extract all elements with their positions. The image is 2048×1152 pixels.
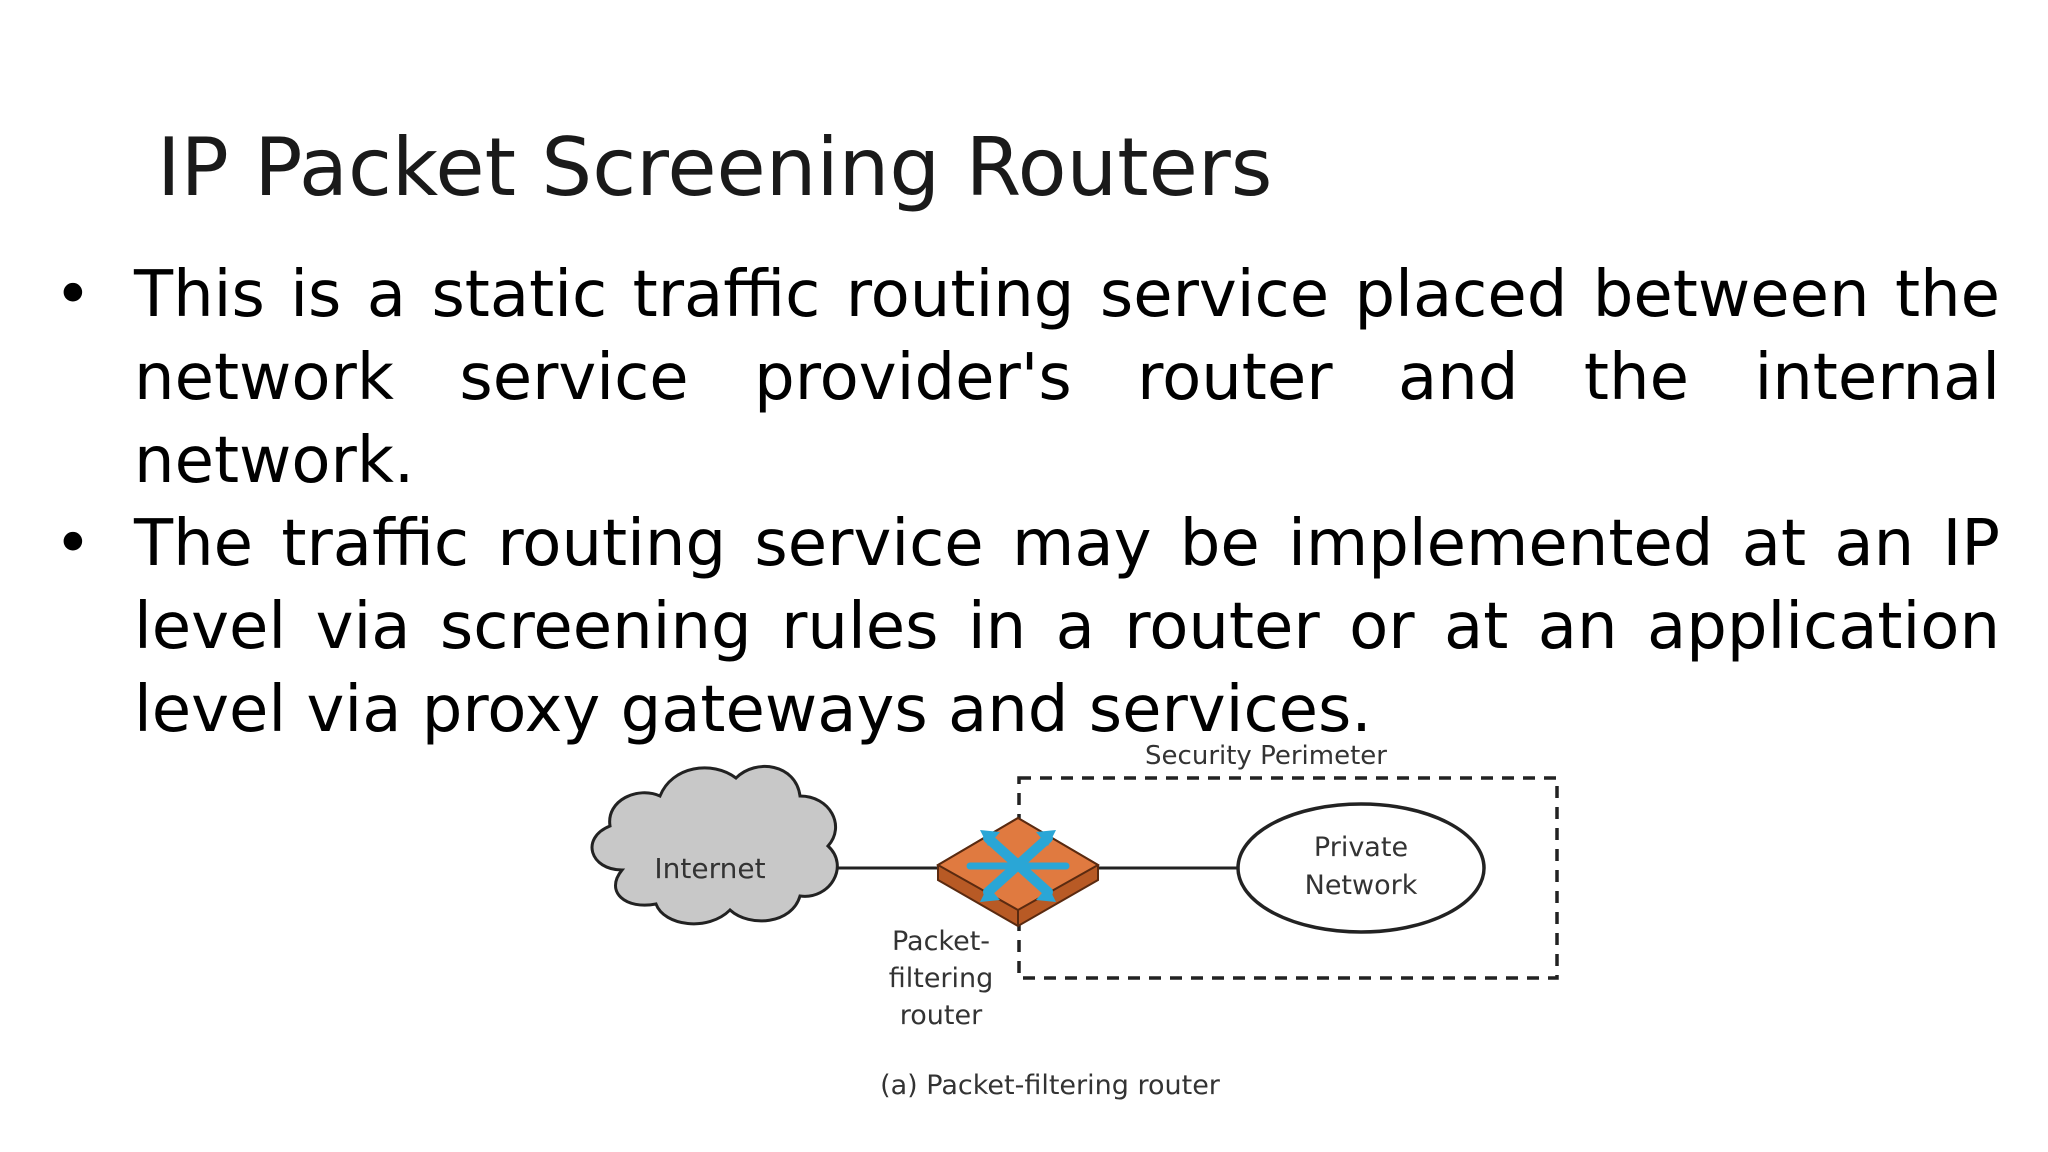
slide-title: IP Packet Screening Routers bbox=[157, 121, 1273, 214]
private-network-ellipse bbox=[1236, 802, 1486, 934]
internet-label: Internet bbox=[654, 852, 765, 885]
bullet-item: • This is a static traffic routing servi… bbox=[0, 254, 2000, 503]
diagram-caption: (a) Packet-filtering router bbox=[880, 1070, 1221, 1101]
router-label-line2: filtering bbox=[889, 963, 994, 994]
bullet-text: This is a static traffic routing service… bbox=[134, 258, 2000, 498]
diagram-canvas: Security Perimeter Internet Packet- filt… bbox=[590, 741, 1559, 1101]
router-label-line3: router bbox=[900, 1000, 983, 1031]
bullet-marker: • bbox=[54, 258, 92, 332]
bullet-text: The traffic routing service may be imple… bbox=[134, 507, 2000, 747]
bullet-list: • This is a static traffic routing servi… bbox=[0, 254, 2000, 752]
bullet-item: • The traffic routing service may be imp… bbox=[0, 503, 2000, 752]
bullet-marker: • bbox=[54, 507, 92, 581]
internet-cloud-icon bbox=[590, 764, 839, 926]
security-perimeter-label: Security Perimeter bbox=[1145, 741, 1387, 771]
private-network-label-line2: Network bbox=[1305, 870, 1418, 901]
packet-filtering-diagram: Security Perimeter Internet Packet- filt… bbox=[560, 720, 1580, 1120]
private-network-label-line1: Private bbox=[1314, 832, 1408, 863]
router-icon bbox=[935, 816, 1101, 928]
router-label-line1: Packet- bbox=[892, 926, 990, 957]
